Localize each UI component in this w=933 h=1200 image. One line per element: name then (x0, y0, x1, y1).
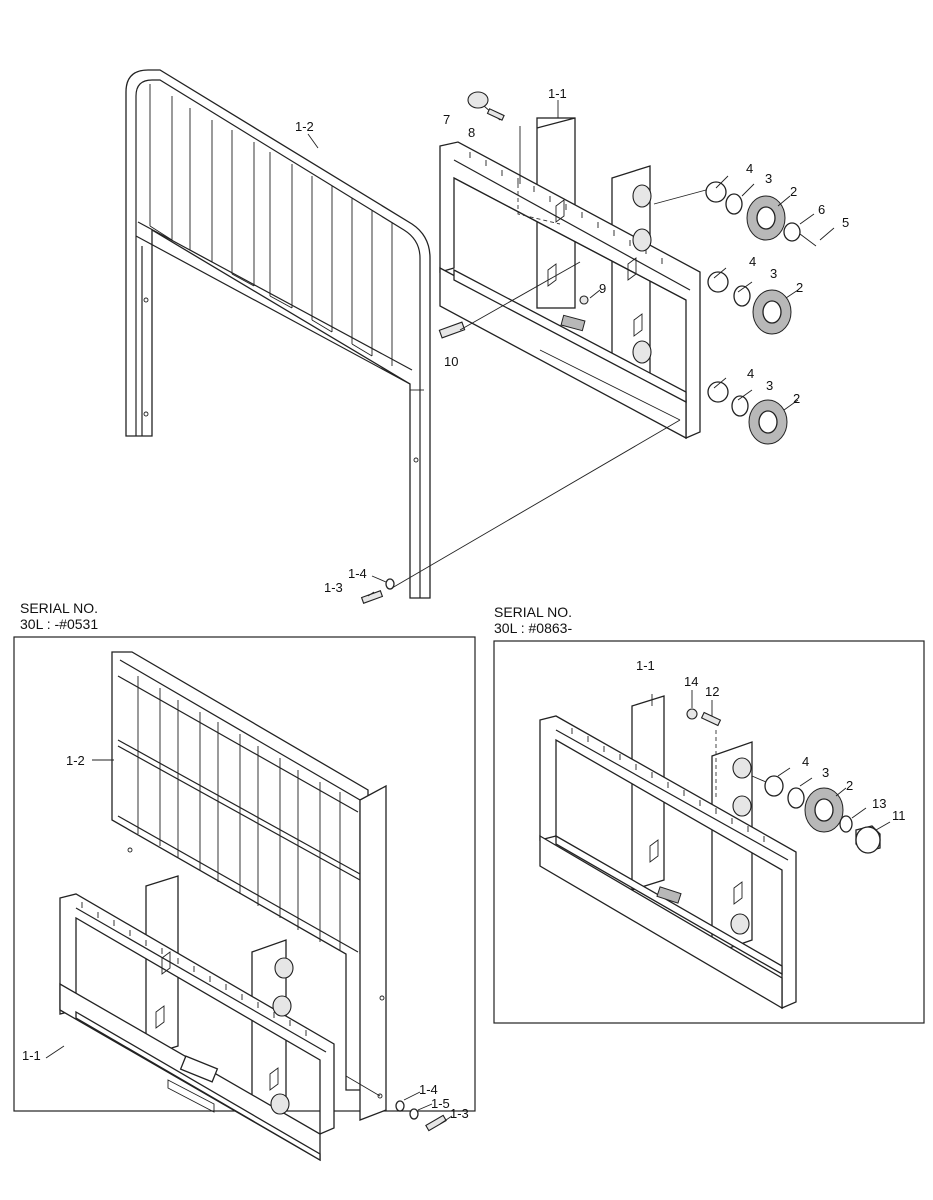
serial-new-label: SERIAL NO. 30L : #0863- (494, 604, 572, 636)
callout-label: 2 (796, 280, 803, 295)
callout-label: 1-4 (348, 566, 367, 581)
right-inset-panel (493, 640, 925, 1024)
main-roller-lower (707, 381, 788, 445)
callout-label: 1-4 (419, 1082, 438, 1097)
load-backrest (125, 69, 431, 599)
serial-old-label: SERIAL NO. 30L : -#0531 (20, 600, 98, 632)
callout-label: 1-3 (324, 580, 343, 595)
serial-old-range: 30L : -#0531 (20, 616, 99, 632)
serial-new-title: SERIAL NO. (494, 604, 573, 620)
callout-label: 9 (599, 281, 606, 296)
callout-label: 7 (443, 112, 450, 127)
callout-label: 2 (793, 391, 800, 406)
callout-label: 5 (842, 215, 849, 230)
main-leader-lines (307, 100, 835, 597)
callout-label: 6 (818, 202, 825, 217)
callout-label: 2 (790, 184, 797, 199)
callout-label: 1-1 (22, 1048, 41, 1063)
main-small-parts (360, 91, 589, 604)
main-roller-middle (707, 271, 792, 335)
callout-label: 1-2 (295, 119, 314, 134)
callout-label: 11 (892, 808, 906, 823)
callout-label: 8 (468, 125, 475, 140)
callout-label: 4 (749, 254, 756, 269)
callout-label: 1-1 (548, 86, 567, 101)
callout-label: 12 (705, 684, 719, 699)
callout-label: 4 (747, 366, 754, 381)
callout-label: 1-1 (636, 658, 655, 673)
callout-label: 13 (872, 796, 886, 811)
callout-label: 3 (766, 378, 773, 393)
callout-label: 4 (802, 754, 809, 769)
callout-label: 3 (822, 765, 829, 780)
callout-label: 1-5 (431, 1096, 450, 1111)
callout-label: 3 (765, 171, 772, 186)
main-view (125, 69, 835, 604)
callout-label: 1-3 (450, 1106, 469, 1121)
callout-label: 10 (444, 354, 458, 369)
left-inset-panel (13, 636, 476, 1162)
carriage-notches (469, 152, 663, 264)
callout-labels: 1-2 1-1 7 8 4 3 2 6 5 4 3 2 9 10 4 3 2 1… (22, 86, 906, 1121)
serial-old-title: SERIAL NO. (20, 600, 99, 616)
carriage-roller-stubs (632, 184, 652, 364)
serial-new-range: 30L : #0863- (494, 620, 573, 636)
callout-label: 1-2 (66, 753, 85, 768)
callout-label: 14 (684, 674, 698, 689)
callout-label: 3 (770, 266, 777, 281)
fork-carriage-main (439, 117, 701, 440)
callout-label: 2 (846, 778, 853, 793)
main-roller-upper (705, 181, 817, 247)
callout-label: 4 (746, 161, 753, 176)
